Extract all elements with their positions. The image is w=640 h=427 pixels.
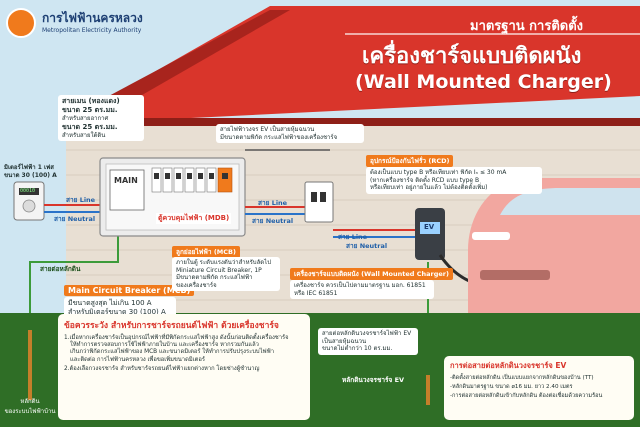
wire-spec-ground: ขนาด 25 ตร.มม.	[62, 122, 118, 131]
ground-ev-callout: สายต่อหลักดินวงจรชาร์จไฟฟ้า EV เป็นสายหุ…	[318, 328, 418, 355]
rcd-device	[304, 181, 334, 223]
logo-english: Metropolitan Electricity Authority	[42, 27, 142, 34]
roof-shadow	[60, 10, 290, 122]
mcb-note-1: มีขนาดสูงสุด ไม่เกิน 100 A	[68, 299, 152, 307]
label-neutral-3: สาย Neutral	[346, 242, 388, 250]
meter-label: มิเตอร์ไฟฟ้า 1 เฟส ขนาด 30 (100) A	[4, 164, 72, 179]
main-breaker	[109, 169, 145, 211]
ground-ev-note-3: ขนาดไม่ต่ำกว่า 10 ตร.มม.	[322, 345, 393, 352]
roof-eave	[60, 118, 640, 126]
caution-item-1-line-3: เกินกว่าพิกัดกระแสไฟฟ้าของ MCB และขนาดมิ…	[70, 349, 274, 356]
rcd-callout: ต้องเป็นแบบ type B หรือเทียบเท่า พิกัด I…	[366, 167, 542, 194]
ground-rod-house	[28, 330, 32, 400]
ground-rod-house-line-1: หลักดิน	[20, 398, 40, 405]
mcb-tag: Main Circuit Breaker (MCB)	[64, 285, 195, 296]
caution-title: ข้อควรระวัง สำหรับการชาร์จรถยนต์ไฟฟ้า ด้…	[64, 321, 279, 331]
title-ribbon	[345, 33, 640, 35]
ground-rod-house-line-2: ของระบบไฟฟ้าบ้าน	[4, 408, 56, 415]
logo-thai: การไฟฟ้านครหลวง	[42, 11, 143, 25]
sub-mcb-callout: ภายในตู้ ระดับแรงดันว่าสำหรับลัดไป Minia…	[172, 257, 280, 291]
sub-mcb-note-2: Miniature Circuit Breaker, 1P	[176, 266, 262, 274]
rcd-switch-2	[320, 192, 326, 202]
sub-mcb-note-1: ภายในตู้ ระดับแรงดันว่าสำหรับลัดไป	[176, 259, 271, 266]
grounding-item-2: -หลักดินมาตรฐาน ขนาด ø16 มม. ยาว 2.40 เม…	[450, 383, 573, 390]
ground-rod-house-label: หลักดิน ของระบบไฟฟ้าบ้าน	[2, 396, 58, 416]
wire-spec-air-sub: สำหรับสายอากาศ	[62, 115, 109, 123]
wire-spec-callout: สายเมน (ทองแดง) ขนาด 25 ตร.มม. สำหรับสาย…	[58, 95, 144, 142]
meter-display: 00010	[20, 188, 36, 194]
sub-mcb-tag: ลูกย่อยไฟฟ้า (MCB)	[172, 246, 240, 258]
car-headlight	[472, 232, 510, 240]
page-subtitle: มาตรฐาน การติดตั้ง	[470, 19, 584, 34]
sub-breakers	[151, 167, 233, 193]
rcd-tag: อุปกรณ์ป้องกันไฟรั่ว (RCD)	[366, 155, 454, 167]
label-line-1: สาย Line	[66, 196, 96, 204]
sub-mcb-note-4: ของเครื่องชาร์จ	[176, 281, 217, 289]
label-neutral-2: สาย Neutral	[252, 217, 294, 225]
mea-logo-icon	[6, 8, 36, 38]
sub-mcb-note-3: มีขนาดตามพิกัด กระแสไฟฟ้า	[176, 274, 253, 281]
caution-item-1-line-2: ให้ทำการตรวจสอบการใช้ไฟฟ้าภายในบ้าน และเ…	[70, 342, 259, 349]
wire-spec-ground-sub: สำหรับสายใต้ดิน	[62, 131, 106, 139]
charger-note-2: หรือ IEC 61851	[294, 289, 338, 297]
rcd-note-1: ต้องเป็นแบบ type B หรือเทียบเท่า พิกัด I…	[370, 169, 507, 176]
ev-line-callout: สายไฟฟ้าวงจร EV เป็นสายหุ้มฉนวน มีขนาดตา…	[216, 124, 364, 143]
label-neutral-1: สาย Neutral	[54, 215, 96, 223]
wire-ground-house	[29, 230, 119, 335]
charger-callout: เครื่องชาร์จ ควรเป็นไปตามมาตรฐาน มอก. 61…	[290, 280, 434, 299]
ev-line-note-1: สายไฟฟ้าวงจร EV เป็นสายหุ้มฉนวน	[220, 126, 315, 133]
grounding-item-1: -ติดตั้งสายต่อหลักดิน เป็นแบบแยกจากหลักด…	[450, 375, 594, 381]
charger-screen-label: EV	[424, 223, 435, 231]
grounding-item-3: -การต่อสายต่อหลักดินเข้ากับหลักดิน ต้องต…	[450, 392, 603, 399]
meter-label-line2: ขนาด 30 (100) A	[4, 171, 57, 179]
wire-spec-title: สายเมน (ทองแดง)	[62, 97, 120, 105]
rcd-switch-1	[311, 192, 317, 202]
ground-rod-ev	[426, 375, 430, 405]
label-ground-house: สายต่อหลักดิน	[40, 265, 81, 273]
grounding-box: การต่อสายต่อหลักดินวงจรชาร์จ EV -ติดตั้ง…	[444, 356, 634, 420]
grounding-title: การต่อสายต่อหลักดินวงจรชาร์จ EV	[450, 361, 567, 370]
ground-ev-note-2: เป็นสายหุ้มฉนวน	[322, 337, 367, 345]
charger-screen	[420, 222, 440, 234]
caution-item-2: 2.ต้องเลือกวงจรชาร์จ สำหรับชาร์จรถยนต์ไฟ…	[64, 365, 260, 372]
charger-note-1: เครื่องชาร์จ ควรเป็นไปตามมาตรฐาน มอก. 61…	[294, 282, 426, 289]
caution-box: ข้อควรระวัง สำหรับการชาร์จรถยนต์ไฟฟ้า ด้…	[58, 314, 310, 420]
label-line-3: สาย Line	[338, 233, 368, 241]
logo-block: การไฟฟ้านครหลวง Metropolitan Electricity…	[6, 6, 196, 40]
meter-dial	[22, 199, 36, 213]
mcb-callout: มีขนาดสูงสุด ไม่เกิน 100 A สำหรับมิเตอร์…	[64, 297, 176, 320]
mdb-caption: ตู้ควบคุมไฟฟ้า (MDB)	[156, 213, 232, 224]
caution-item-1-line-1: 1.เมื่อหากเครื่องชาร์จเป็นอุปกรณ์ไฟฟ้าที…	[64, 335, 289, 341]
ground-rod-ev-label: หลักดินวงจรชาร์จ EV	[342, 376, 405, 384]
wire-spec-air: ขนาด 25 ตร.มม.	[62, 106, 118, 115]
rcd-note-2: (หากเครื่องชาร์จ ติดตั้ง RCD แบบ type B	[370, 176, 480, 184]
label-line-2: สาย Line	[258, 199, 288, 207]
car-grille	[480, 270, 550, 280]
charger-tag: เครื่องชาร์จแบบติดผนัง (Wall Mounted Cha…	[290, 268, 453, 280]
mcb-note-2: สำหรับมิเตอร์ขนาด 30 (100) A	[68, 308, 166, 317]
meter-window	[19, 188, 39, 195]
ground-ev-note-1: สายต่อหลักดินวงจรชาร์จไฟฟ้า EV	[322, 330, 412, 337]
car-windshield	[500, 188, 640, 215]
page-title-thai: เครื่องชาร์จแบบติดผนัง	[362, 44, 582, 69]
page-title-english: (Wall Mounted Charger)	[355, 71, 612, 93]
ev-line-note-2: มีขนาดตามพิกัด กระแสไฟฟ้าของเครื่องชาร์จ	[220, 133, 338, 141]
caution-item-1-line-4: และติดต่อ การไฟฟ้านครหลวง เพื่อขอเพิ่มขน…	[70, 356, 205, 363]
rcd-note-3: หรือเทียบเท่า อยู่ภายในแล้ว ไม่ต้องติดตั…	[370, 184, 488, 191]
meter-label-line1: มิเตอร์ไฟฟ้า 1 เฟส	[4, 164, 54, 171]
main-breaker-label: MAIN	[114, 176, 138, 185]
